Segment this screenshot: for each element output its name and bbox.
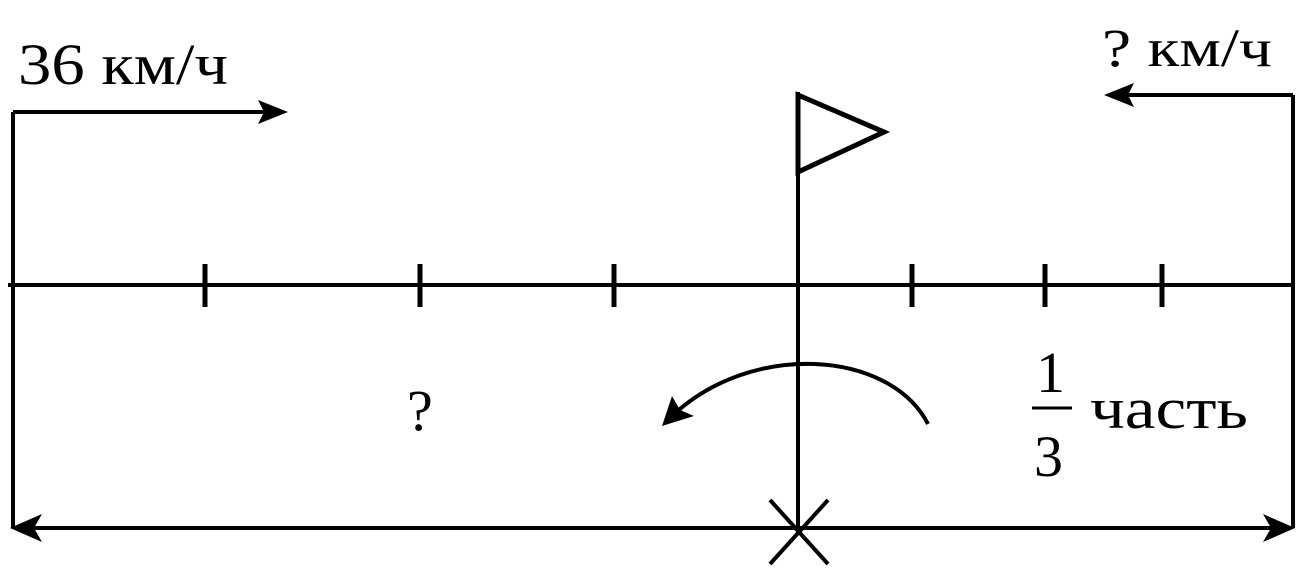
right-speed-label: ? км/ч [1102,18,1272,78]
distance-arrow [10,514,1295,542]
unknown-part-label: ? [407,378,433,443]
cross-mark-icon [768,498,830,566]
fraction-label: 1 3 часть [1032,340,1248,489]
road-ticks [202,264,1165,307]
left-direction-arrow [13,100,288,124]
left-speed-label: 36 км/ч [18,32,228,97]
fraction-word: часть [1090,376,1248,441]
flag-icon [795,91,891,176]
fraction-denominator: 3 [1034,424,1063,489]
right-direction-arrow [1104,83,1293,107]
fraction-numerator: 1 [1036,340,1065,405]
curved-arrow [662,361,930,426]
